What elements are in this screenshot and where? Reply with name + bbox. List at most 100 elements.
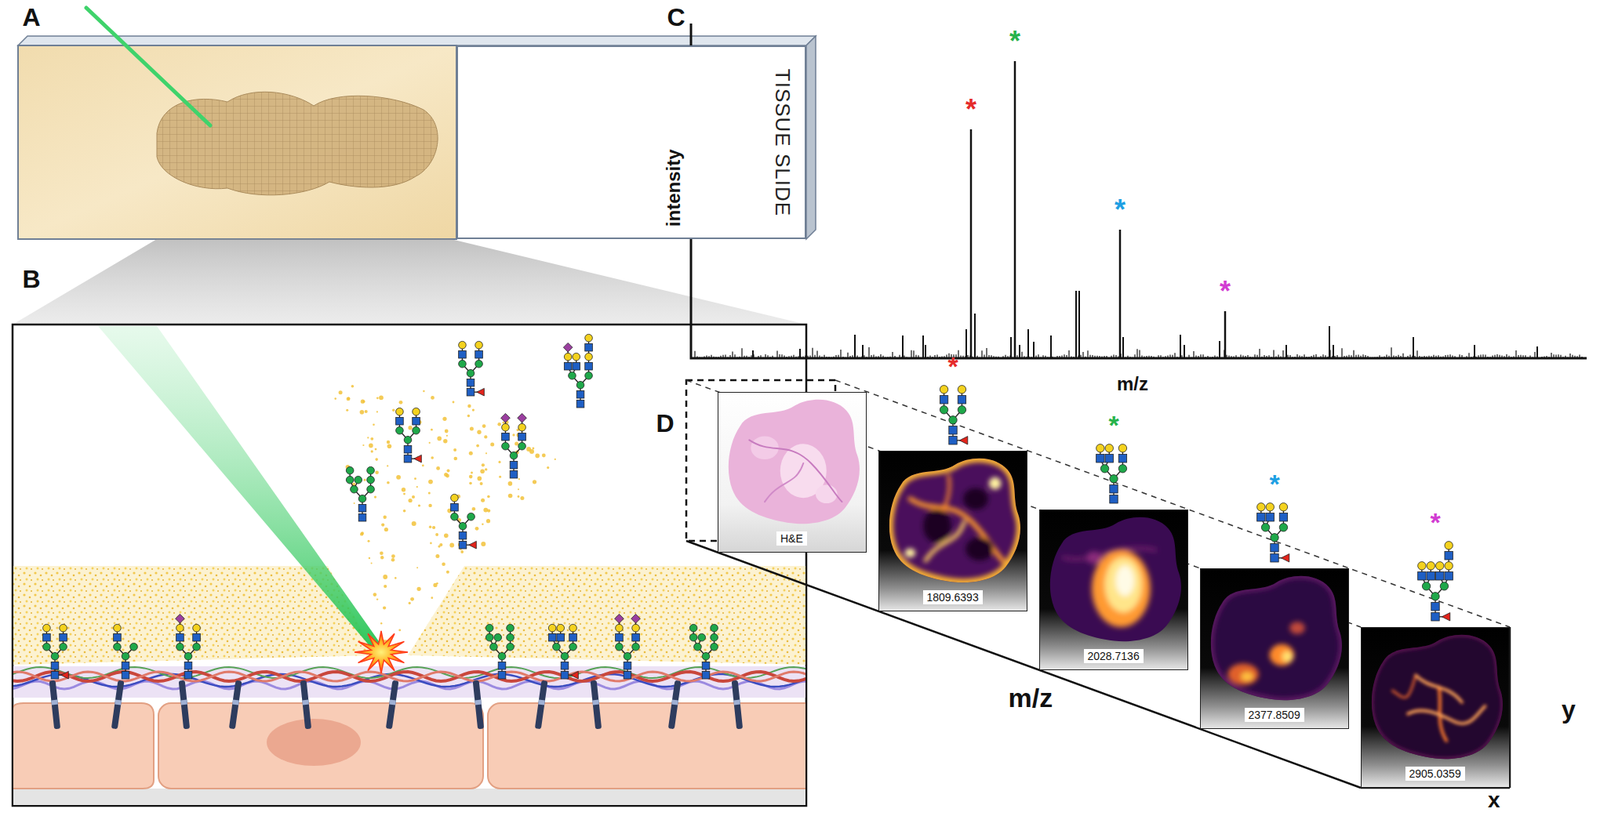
glcnac-square — [466, 388, 475, 397]
spectrum-peak — [743, 356, 745, 358]
spectrum-peak — [1477, 355, 1479, 358]
spectrum-peak — [1261, 356, 1262, 358]
spectrum-peak — [1409, 355, 1411, 358]
spectrum-peak — [1484, 354, 1486, 358]
spectrum-peak — [1237, 356, 1239, 359]
heat-regions — [749, 436, 842, 504]
matrix-particle — [363, 479, 367, 482]
slide-label: TISSUE SLIDE — [770, 69, 794, 217]
spectrum-peak — [767, 355, 768, 358]
mannose-circle — [345, 466, 354, 475]
spectrum-peak — [1328, 326, 1331, 358]
spectrum-peak — [1487, 356, 1488, 358]
highlight-asterisk: * — [1219, 275, 1231, 308]
matrix-particle — [432, 526, 436, 530]
matrix-particle — [443, 534, 449, 539]
heat-trace — [764, 463, 804, 502]
matrix-particle — [351, 385, 355, 389]
sialic-diamond — [501, 413, 511, 423]
heat-trace — [1210, 576, 1342, 701]
galactose-circle — [1257, 503, 1266, 512]
sialic-diamond — [614, 614, 625, 624]
mannose-circle — [43, 643, 51, 651]
heat-regions — [889, 458, 1021, 583]
spectrum-peak — [1023, 356, 1025, 358]
spectrum-peak — [1007, 356, 1008, 358]
spectrum-peak — [1091, 355, 1093, 358]
spectrum-peak — [708, 356, 710, 358]
matrix-particle — [428, 480, 433, 485]
mannose-circle — [568, 371, 577, 380]
spectrum-peak — [760, 355, 761, 358]
protein-stem — [300, 680, 312, 730]
glcnac-square — [623, 671, 632, 680]
matrix-particle — [449, 543, 455, 549]
matrix-particle — [469, 475, 473, 480]
spectrum-peak — [995, 356, 997, 358]
spectrum-peak — [898, 355, 900, 358]
spectrum-peak — [792, 355, 794, 358]
spectrum-peak — [1312, 355, 1314, 358]
glycan-symbol — [1257, 503, 1290, 563]
matrix-particle — [554, 458, 557, 461]
glcnac-square — [957, 396, 966, 404]
spectrum-peak — [1065, 355, 1067, 358]
highlight-asterisk: * — [948, 351, 959, 382]
spectrum-peak — [1531, 356, 1533, 359]
galactose-circle — [939, 385, 948, 394]
heat-blur — [889, 458, 1021, 583]
panel-label: A — [22, 3, 41, 33]
spectrum-peak — [752, 350, 754, 358]
spectrum-peak — [1517, 355, 1519, 358]
galactose-circle — [556, 624, 565, 633]
mannose-circle — [358, 494, 367, 503]
heat-trace — [1371, 635, 1503, 760]
heat-trace — [889, 458, 1021, 583]
protein-stem — [472, 680, 484, 730]
spectrum-peak — [1171, 355, 1173, 358]
matrix-particle — [380, 556, 384, 560]
spectrum-peak — [1400, 356, 1401, 358]
mannose-circle — [698, 633, 706, 642]
nucleus — [266, 719, 361, 767]
spectrum-peak — [1258, 349, 1260, 358]
spectrum-peak — [1527, 356, 1528, 359]
spectrum-peak — [1529, 356, 1531, 358]
spectrum-peak — [823, 355, 825, 358]
matrix-particle — [370, 437, 374, 441]
spectrum-peak — [863, 355, 865, 358]
spectrum-peak — [894, 356, 895, 358]
spectrum-peak — [1317, 356, 1319, 358]
protein-band — [50, 700, 59, 706]
spectrum-peak — [1557, 354, 1559, 358]
glycan-symbol — [939, 385, 968, 445]
glcnac-square — [43, 633, 51, 642]
glcnac-square — [50, 661, 59, 670]
spectrum-peak — [851, 355, 853, 358]
glcnac-square — [184, 661, 193, 670]
spectrum-peak — [1254, 354, 1255, 358]
mannose-circle — [694, 643, 702, 651]
mannose-circle — [412, 426, 421, 435]
protein-band — [538, 700, 546, 706]
spectrum-peak — [1442, 356, 1444, 358]
spectrum-peak — [1268, 355, 1270, 358]
mannose-circle — [396, 426, 404, 435]
spectrum-peak — [1280, 356, 1281, 358]
mannose-circle — [450, 512, 459, 521]
mannose-circle — [576, 381, 585, 390]
protein-band — [114, 700, 122, 706]
matrix-particle — [475, 527, 480, 531]
fucose-triangle — [1441, 613, 1450, 622]
spectrum-peak — [1162, 356, 1164, 359]
matrix-particle — [430, 596, 433, 600]
spectrum-peak — [1465, 356, 1467, 358]
spectrum-peak — [1225, 355, 1227, 358]
tissue-image — [1050, 517, 1182, 642]
spectrum-peak — [1571, 355, 1573, 358]
matrix-particle — [401, 487, 406, 492]
matrix-particle — [370, 563, 373, 565]
spectrum-peak — [816, 351, 818, 358]
matrix-particle — [452, 401, 455, 404]
spectrum-peak — [1249, 356, 1251, 358]
